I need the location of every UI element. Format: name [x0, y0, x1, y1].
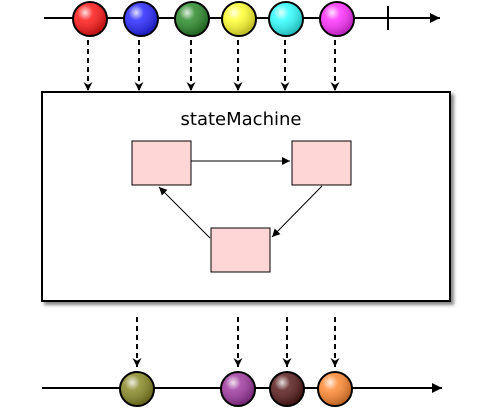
input-marble-red [72, 1, 108, 37]
input-marble-green [174, 1, 210, 37]
input-marble-yellow [221, 1, 257, 37]
input-marble-cyan [268, 1, 304, 37]
output-marbles [119, 371, 353, 407]
output-marble-purple [220, 371, 256, 407]
input-marble-magenta [319, 1, 355, 37]
state-node-bottom [210, 227, 271, 273]
operator-title: stateMachine [181, 109, 302, 130]
input-marble-blue [123, 1, 159, 37]
input-drop-arrows [83, 40, 340, 91]
transition-right-to-bottom [271, 185, 323, 238]
output-drop-arrows [132, 317, 340, 367]
state-node-right [291, 140, 352, 186]
output-marble-orange [317, 371, 353, 407]
transition-bottom-to-left [158, 186, 211, 239]
state-diagram [131, 140, 352, 273]
state-node-left [131, 140, 192, 186]
output-marble-olive [119, 371, 155, 407]
input-marbles [72, 1, 355, 37]
output-marble-maroon [269, 371, 305, 407]
operator-box: stateMachine [41, 91, 451, 302]
